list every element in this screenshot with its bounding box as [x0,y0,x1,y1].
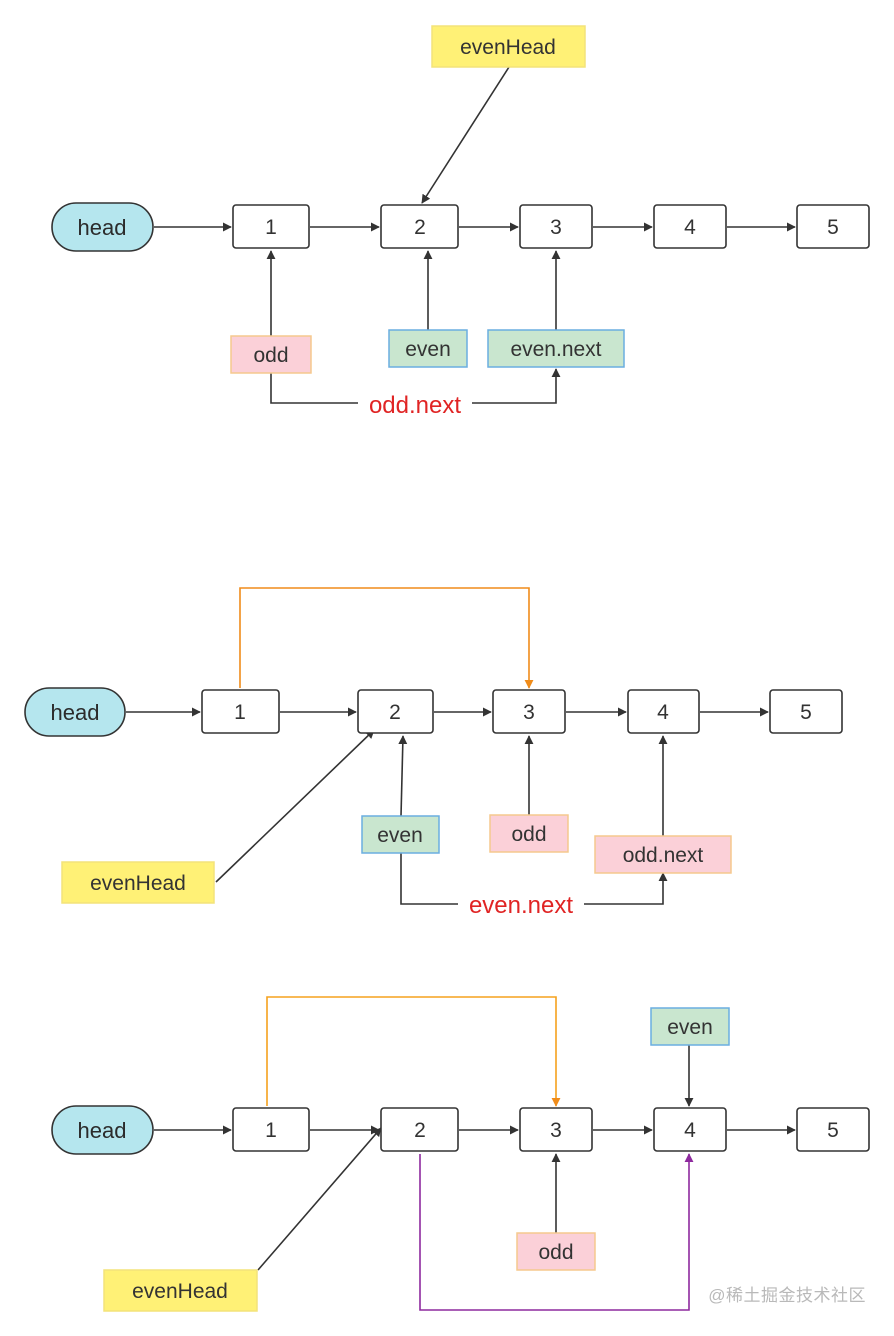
svg-text:1: 1 [265,216,277,239]
svg-text:1: 1 [234,701,246,724]
edge-1-to-3-orange [266,996,561,1107]
svg-text:head: head [78,215,127,240]
svg-text:3: 3 [550,216,562,239]
svg-text:head: head [51,700,100,725]
svg-text:4: 4 [684,216,696,239]
edge-evenhead-2 [257,1127,382,1271]
edge-even-2 [398,735,408,817]
list-node-3: 3 [519,204,593,249]
evenhead-label: evenHead [431,25,586,68]
head-node: head [24,687,126,737]
diagram-3: head 1 2 3 4 5 evenHead odd [51,996,870,1312]
list-node-3: 3 [492,689,566,734]
svg-text:5: 5 [827,216,839,239]
odd-label: odd [516,1232,596,1271]
svg-text:even: even [405,338,451,361]
svg-text:even.next: even.next [510,338,601,361]
list-node-5: 5 [796,204,870,249]
svg-text:odd: odd [511,823,546,846]
svg-text:evenHead: evenHead [460,36,556,59]
list-node-2: 2 [380,1107,459,1152]
head-node: head [51,1105,154,1155]
edge-1-to-3-orange [239,587,534,689]
svg-text:5: 5 [800,701,812,724]
edge-label-even-next: even.next [469,892,573,919]
list-node-2: 2 [380,204,459,249]
list-node-2: 2 [357,689,434,734]
head-node: head [51,202,154,252]
even-label: even [388,329,468,368]
list-node-1: 1 [232,204,310,249]
svg-text:2: 2 [414,216,426,239]
svg-text:even: even [377,824,423,847]
edge-label-odd-next: odd.next [369,392,461,419]
svg-text:5: 5 [827,1119,839,1142]
list-node-5: 5 [796,1107,870,1152]
svg-text:head: head [78,1118,127,1143]
list-node-4: 4 [653,204,727,249]
odd-next-label: odd.next [594,835,732,874]
even-next-label: even.next [487,329,625,368]
svg-text:4: 4 [657,701,669,724]
diagram-2: even.next head 1 2 3 4 5 evenHead [24,587,843,919]
svg-text:odd: odd [538,1241,573,1264]
edge-evenhead-2 [421,66,510,204]
even-label: even [361,815,440,854]
odd-label: odd [230,335,312,374]
svg-text:3: 3 [523,701,535,724]
svg-text:2: 2 [414,1119,426,1142]
list-node-4: 4 [627,689,700,734]
watermark: @稀土掘金技术社区 [708,1286,866,1305]
list-node-1: 1 [201,689,280,734]
svg-text:odd: odd [253,344,288,367]
even-label: even [650,1007,730,1046]
list-node-4: 4 [653,1107,727,1152]
list-node-1: 1 [232,1107,310,1152]
odd-label: odd [489,814,569,853]
svg-text:2: 2 [389,701,401,724]
edge-2-to-4-purple [419,1153,694,1311]
svg-text:3: 3 [550,1119,562,1142]
svg-text:4: 4 [684,1119,696,1142]
list-node-5: 5 [769,689,843,734]
evenhead-label: evenHead [103,1269,258,1312]
edge-evenhead-2 [215,729,375,883]
svg-text:evenHead: evenHead [132,1280,228,1303]
svg-text:evenHead: evenHead [90,872,186,895]
diagram-1: odd.next head 1 2 3 4 5 even [51,25,870,419]
svg-text:odd.next: odd.next [623,844,704,867]
list-node-3: 3 [519,1107,593,1152]
evenhead-label: evenHead [61,861,215,904]
svg-text:even: even [667,1016,713,1039]
svg-text:1: 1 [265,1119,277,1142]
